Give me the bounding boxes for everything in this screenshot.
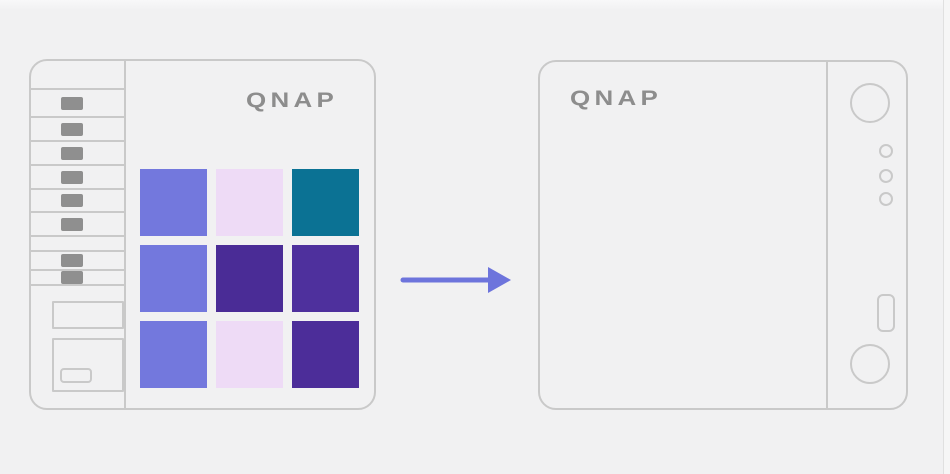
drive-bay-column bbox=[31, 61, 126, 408]
vent-circle-icon bbox=[850, 83, 890, 123]
led-indicator-icon bbox=[879, 144, 893, 158]
drive-cell bbox=[216, 169, 283, 236]
drive-cell bbox=[292, 245, 359, 312]
target-nas: QNAP bbox=[538, 60, 908, 410]
drive-cell bbox=[292, 169, 359, 236]
empty-bay-slot bbox=[31, 235, 124, 250]
led-indicator-icon bbox=[879, 192, 893, 206]
drive-bay-slot bbox=[31, 88, 124, 116]
drive-grid bbox=[140, 169, 359, 388]
lcd-display-panel bbox=[52, 301, 124, 329]
drive-cell bbox=[216, 245, 283, 312]
compact-bay-slot bbox=[31, 250, 124, 269]
drive-cell bbox=[140, 169, 207, 236]
drive-bay-slot bbox=[31, 211, 124, 235]
front-io-panel bbox=[52, 338, 124, 392]
drive-bay-slot bbox=[31, 164, 124, 188]
led-indicator-icon bbox=[879, 169, 893, 183]
page-edge bbox=[943, 0, 950, 474]
source-front-panel: QNAP bbox=[126, 61, 374, 408]
drive-tray-handle-icon bbox=[61, 122, 83, 136]
drive-tray-handle-icon bbox=[61, 194, 83, 207]
drive-bay-slot bbox=[31, 116, 124, 140]
qnap-logo: QNAP bbox=[246, 88, 339, 113]
drive-tray-handle-icon bbox=[61, 254, 83, 267]
bay-spacer bbox=[31, 286, 124, 301]
drive-tray-handle-icon bbox=[61, 170, 83, 184]
control-column bbox=[826, 62, 906, 408]
drive-cell bbox=[292, 321, 359, 388]
power-button-icon bbox=[850, 344, 890, 384]
usb-port-icon bbox=[877, 294, 895, 332]
drive-cell bbox=[216, 321, 283, 388]
bay-header bbox=[31, 61, 124, 88]
drive-cell bbox=[140, 321, 207, 388]
top-highlight bbox=[0, 0, 950, 10]
target-front-panel: QNAP bbox=[540, 62, 826, 408]
drive-tray-handle-icon bbox=[61, 146, 83, 160]
drive-bay-slot bbox=[31, 188, 124, 211]
drive-tray-handle-icon bbox=[61, 217, 83, 231]
drive-tray-handle-icon bbox=[61, 271, 83, 284]
front-port-icon bbox=[60, 368, 92, 383]
compact-bay-slot bbox=[31, 269, 124, 286]
source-nas: QNAP bbox=[29, 59, 376, 410]
migration-arrow-icon bbox=[400, 267, 511, 293]
qnap-logo: QNAP bbox=[570, 86, 663, 111]
drive-tray-handle-icon bbox=[61, 96, 83, 110]
drive-cell bbox=[140, 245, 207, 312]
drive-bay-slot bbox=[31, 140, 124, 164]
